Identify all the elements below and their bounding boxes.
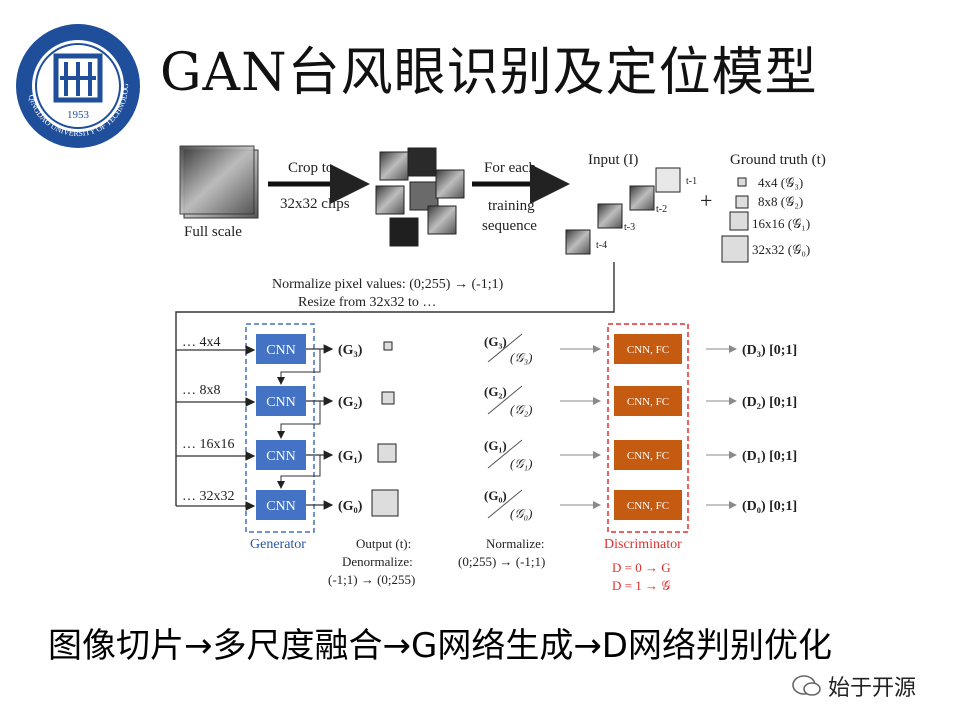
d-rule-0: D = 0 → G: [612, 560, 671, 575]
upsample-link: [277, 455, 321, 489]
gt-4x4: 4x4 (𝒢₃): [758, 175, 803, 190]
training-label: training: [488, 198, 535, 214]
resize-label: Resize from 32x32 to …: [298, 295, 436, 310]
disc-box: [614, 386, 682, 416]
crop-to-label: Crop to: [288, 160, 333, 176]
clip-tiles: [375, 147, 465, 247]
generator-label: Generator: [250, 537, 306, 552]
cnn-box: [256, 490, 306, 520]
output-line-0: Output (t):: [356, 536, 411, 551]
t3-label: t-3: [624, 222, 635, 233]
pair-g: (G₃): [484, 334, 507, 349]
cnn-box: [256, 386, 306, 416]
slide-caption: 图像切片→多尺度融合→G网络生成→D网络判别优化: [48, 626, 832, 666]
gt-8x8: 8x8 (𝒢₂): [758, 194, 803, 209]
gt-16x16: 16x16 (𝒢₁): [752, 216, 810, 231]
disc-box: [614, 334, 682, 364]
watermark: 始于开源: [792, 670, 916, 702]
d-output: (D₃) [0;1]: [742, 343, 797, 358]
pair-gt: (𝒢₀): [510, 506, 532, 521]
input-label: Input (I): [588, 152, 638, 168]
logo-year: 1953: [67, 109, 90, 121]
disc-label: CNN, FC: [627, 450, 669, 462]
pair-gt: (𝒢₁): [510, 456, 532, 471]
full-scale-label: Full scale: [184, 224, 242, 240]
row-0: … 4x4 CNN (G₃) (G₃) (𝒢₃) CNN, FC (D₃) [0…: [176, 333, 797, 365]
scale-label: … 32x32: [182, 489, 235, 504]
scale-label: … 16x16: [182, 437, 235, 452]
t1-label: t-1: [686, 176, 697, 187]
row-1: … 8x8 CNN (G₂) (G₂) (𝒢₂) CNN, FC (D₂) [0…: [176, 383, 797, 417]
pair-gt: (𝒢₃): [510, 350, 532, 365]
disc-box: [614, 440, 682, 470]
t4-label: t-4: [596, 240, 607, 251]
scale-label: … 4x4: [182, 335, 221, 350]
pair-g: (G₂): [484, 384, 507, 399]
g-output: (G₀): [338, 499, 363, 514]
d-output: (D₂) [0;1]: [742, 395, 797, 410]
upsample-link: [277, 349, 321, 385]
gt-32x32: 32x32 (𝒢₀): [752, 242, 810, 257]
d-rule-1: D = 1 → 𝒢: [612, 578, 670, 593]
university-logo: 1953 QINGDAO UNIVERSITY OF TECHNOLOGY: [14, 22, 140, 148]
cnn-box: [256, 334, 306, 364]
for-each-label: For each: [484, 160, 537, 176]
cnn-label: CNN: [266, 395, 296, 410]
input-connector: [175, 262, 615, 506]
cnn-label: CNN: [266, 449, 296, 464]
ground-truth-label: Ground truth (t): [730, 152, 826, 168]
clips-label: 32x32 clips: [280, 196, 350, 212]
slide-title: GAN台风眼识别及定位模型: [160, 43, 818, 103]
cnn-label: CNN: [266, 343, 296, 358]
d-output: (D₁) [0;1]: [742, 449, 797, 464]
pair-g: (G₁): [484, 438, 507, 453]
input-stack: [565, 167, 681, 255]
normalize-pixel-label: Normalize pixel values: (0;255) → (-1;1): [272, 277, 504, 292]
scale-label: … 8x8: [182, 383, 221, 398]
generator-box: [245, 323, 315, 533]
discriminator-label: Discriminator: [604, 537, 682, 552]
g-output: (G₃): [338, 343, 363, 358]
pair-g: (G₀): [484, 488, 507, 503]
chat-icon: [792, 675, 821, 696]
plus-sign: +: [700, 188, 712, 213]
row-3: … 32x32 CNN (G₀) (G₀) (𝒢₀) CNN, FC (D₀) …: [176, 488, 797, 521]
pair-gt: (𝒢₂): [510, 402, 532, 417]
disc-label: CNN, FC: [627, 344, 669, 356]
normalize-line-0: Normalize:: [486, 536, 544, 551]
sequence-label: sequence: [482, 218, 537, 234]
g-output: (G₂): [338, 395, 363, 410]
watermark-text: 始于开源: [828, 676, 917, 701]
output-line-1: Denormalize:: [342, 554, 413, 569]
disc-box: [614, 490, 682, 520]
output-line-2: (-1;1) → (0;255): [328, 572, 415, 587]
disc-label: CNN, FC: [627, 396, 669, 408]
t2-label: t-2: [656, 204, 667, 215]
cnn-box: [256, 440, 306, 470]
disc-label: CNN, FC: [627, 500, 669, 512]
row-2: … 16x16 CNN (G₁) (G₁) (𝒢₁) CNN, FC (D₁) …: [176, 437, 797, 471]
upsample-link: [277, 401, 321, 439]
normalize-line-1: (0;255) → (-1;1): [458, 554, 545, 569]
g-output: (G₁): [338, 449, 363, 464]
cnn-label: CNN: [266, 499, 296, 514]
d-output: (D₀) [0;1]: [742, 499, 797, 514]
discriminator-box: [607, 323, 689, 533]
